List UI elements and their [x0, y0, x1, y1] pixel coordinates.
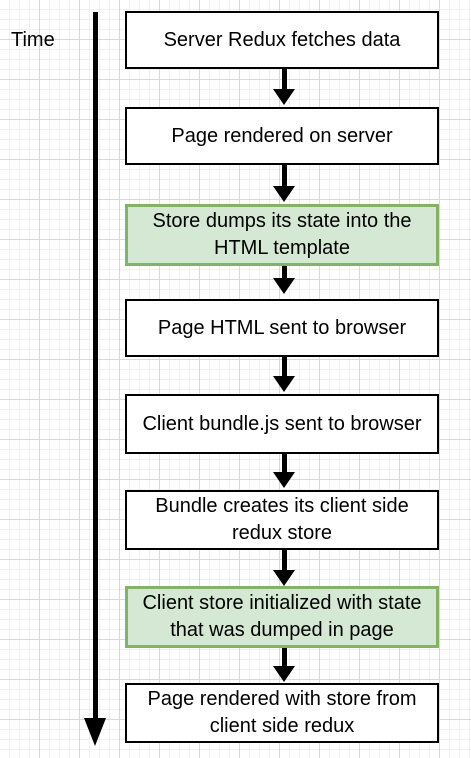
- time-label: Time: [11, 29, 55, 51]
- step-client-store: Bundle creates its client side redux sto…: [125, 490, 439, 550]
- connector-arrow-shaft: [282, 266, 287, 279]
- step-store-initialized: Client store initialized with state that…: [125, 586, 439, 648]
- connector-arrow-head: [273, 186, 295, 202]
- timeline-arrow-head: [84, 718, 106, 746]
- step-client-render: Page rendered with store from client sid…: [125, 683, 439, 743]
- connector-arrow-shaft: [282, 550, 287, 571]
- connector-arrow-head: [273, 278, 295, 294]
- step-send-html: Page HTML sent to browser: [125, 299, 439, 357]
- step-server-render: Page rendered on server: [125, 107, 439, 165]
- connector-arrow-shaft: [282, 648, 287, 667]
- connector-arrow-shaft: [282, 165, 287, 187]
- connector-arrow-head: [273, 89, 295, 105]
- connector-arrow-head: [273, 472, 295, 488]
- step-send-bundle: Client bundle.js sent to browser: [125, 394, 439, 454]
- connector-arrow-head: [273, 376, 295, 392]
- connector-arrow-shaft: [282, 69, 287, 90]
- connector-arrow-shaft: [282, 454, 287, 473]
- connector-arrow-head: [273, 570, 295, 586]
- connector-arrow-shaft: [282, 357, 287, 377]
- timeline-arrow-shaft: [93, 12, 98, 724]
- step-server-fetch: Server Redux fetches data: [125, 11, 439, 69]
- step-dump-state: Store dumps its state into the HTML temp…: [125, 204, 439, 266]
- connector-arrow-head: [273, 666, 295, 682]
